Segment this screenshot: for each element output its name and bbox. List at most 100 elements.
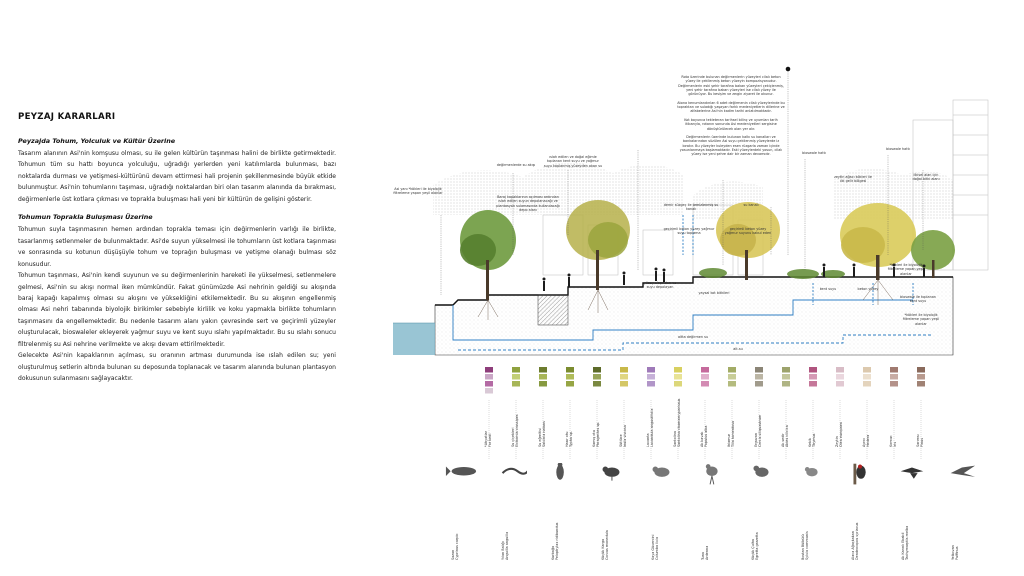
species-swatch [620, 381, 628, 387]
animal-icon [753, 465, 769, 477]
species-swatch [539, 374, 547, 380]
section1-paragraph: Tasarım alanının Asi'nin komşusu olması,… [18, 150, 336, 203]
species-label: Kamış otu Phragmites sp. [592, 421, 601, 447]
species-swatch [485, 381, 493, 387]
species-swatch [917, 381, 925, 387]
species-swatch [539, 381, 547, 387]
species-swatch [890, 374, 898, 380]
tree-yellow-left [566, 200, 630, 290]
tree-roots [477, 279, 894, 320]
callout-demir: demir süzgeç ile temizlenmiş su kanalı [663, 203, 719, 212]
species-swatch [863, 381, 871, 387]
species-swatch [809, 367, 817, 373]
trees [460, 200, 955, 320]
section2-paragraph-1: Tohumun suyla taşınmasının hemen ardında… [18, 226, 336, 268]
species-swatch [755, 381, 763, 387]
species-label: Erguvan Cercis siliquastrum [754, 414, 763, 447]
callout-su-kanali: su kanalı [743, 203, 759, 207]
species-swatch [485, 388, 493, 394]
animal-label: Kurbağa Pelophylax ridibundus [551, 522, 560, 560]
callout-altta-su: altta değirmen su [677, 335, 709, 339]
species-swatch [593, 381, 601, 387]
species-swatch [755, 374, 763, 380]
animal-icon [501, 467, 530, 475]
species-swatch [674, 367, 682, 373]
animal-figure [845, 463, 877, 491]
tree-right-large [840, 203, 916, 280]
species-swatch [782, 374, 790, 380]
species-label: Su çiçekleri Eichornia crassipes [511, 414, 520, 447]
shrubs [699, 268, 845, 279]
callout-ikisel: ilkisel alan için doğal bitki alanı [912, 173, 940, 182]
animal-icon [556, 462, 564, 480]
page-title: PEYZAJ KARARLARI [18, 112, 116, 122]
species-swatch [917, 374, 925, 380]
section2-paragraph-3: Gelecekte Asi'nin kapaklarının açılması,… [18, 352, 336, 383]
callout-top-note: Rota üzerinde bulunan değirmenlerin yüze… [677, 75, 785, 157]
animal-figure [495, 463, 530, 491]
callout-degirmen-su-akisi: değirmenlerde su akışı [496, 163, 536, 167]
callout-gecirimli2: geçirimli beton yüzey yağmur suyunu kabu… [724, 227, 772, 236]
species-swatch [674, 381, 682, 387]
animal-icon [804, 467, 818, 477]
species-swatch [890, 367, 898, 373]
species-swatch [782, 367, 790, 373]
species-swatch [863, 374, 871, 380]
section2-paragraph-2: Tohumun taşınması, Asi'nin kendi suyunun… [18, 272, 336, 348]
species-swatch [836, 367, 844, 373]
animal-figure [895, 463, 927, 491]
species-swatch [512, 381, 520, 387]
species-label: Ak kavak Populus alba [700, 425, 709, 447]
animal-label: Sazan Cyprinus carpio [451, 533, 460, 560]
animal-label: Tuna Ardenna [701, 545, 710, 560]
callout-bioswale-su: bioswale ile toplanan kent suyu [900, 295, 936, 304]
species-swatch [809, 374, 817, 380]
callout-baraj: Baraj kapaklarının açılması ardından ısl… [496, 195, 560, 212]
animal-icon [705, 464, 718, 485]
species-swatch [647, 367, 655, 373]
species-label: Sarımsı Pinus [916, 434, 925, 447]
species-swatch [836, 374, 844, 380]
animal-icon [602, 466, 620, 481]
callout-asi-yani: Asi yanı *kökleri ile biyolojik filtrele… [393, 187, 443, 196]
species-swatch [647, 381, 655, 387]
species-label: Hasır otu Typha sp. [565, 430, 574, 447]
species-swatch [809, 381, 817, 387]
animal-label: Alaca Ağaçkakan Dendrocopos syriacus [851, 522, 860, 560]
callout-beton: beton yüzey [857, 287, 879, 291]
animal-label: Küçük Karga Corvus monedula [601, 530, 610, 560]
animal-figure [645, 463, 677, 491]
section2-heading: Tohumun Toprakla Buluşması Üzerine [18, 213, 153, 222]
animal-figure [695, 463, 727, 491]
species-swatch [539, 367, 547, 373]
species-swatch [485, 374, 493, 380]
species-swatch [701, 381, 709, 387]
species-swatch [647, 374, 655, 380]
species-swatch [593, 374, 601, 380]
section1-heading: Peyzajda Tohum, Yolculuk ve Kültür Üzeri… [18, 137, 176, 145]
species-label: Kırmızı İris [889, 435, 898, 447]
species-label: Santolina Santolina chamaecyparissus [673, 398, 682, 447]
animal-label: Bostan Bülbülü Sylvia communis [801, 531, 810, 560]
tree-right-small [911, 230, 955, 278]
callout-gecirimli: geçirimli beton yüzey yağmur suyu toplam… [663, 227, 715, 236]
species-label: Ihlamur Tilia tomentosa [727, 420, 736, 447]
species-swatch [593, 367, 601, 373]
water-flow-lines [452, 215, 933, 351]
animal-figure [795, 463, 827, 491]
species-label: Sütlüce Inula viscosa [619, 425, 628, 447]
species-swatch [566, 381, 574, 387]
species-swatch [566, 374, 574, 380]
animal-icon [652, 466, 670, 477]
species-swatch [620, 367, 628, 373]
callout-alt-su: alt-su [733, 347, 743, 351]
species-label: Lavanta Lavandula angustifolia [646, 408, 655, 447]
section-diagram: Rota üzerinde bulunan değirmenlerin yüze… [393, 55, 1024, 576]
species-swatch [863, 367, 871, 373]
species-swatch [485, 367, 493, 373]
species-swatch [917, 367, 925, 373]
text-column: PEYZAJ KARARLARI Peyzajda Tohum, Yolculu… [18, 112, 336, 385]
top-marker-dot [785, 66, 791, 72]
species-swatch [782, 381, 790, 387]
species-swatch [620, 374, 628, 380]
